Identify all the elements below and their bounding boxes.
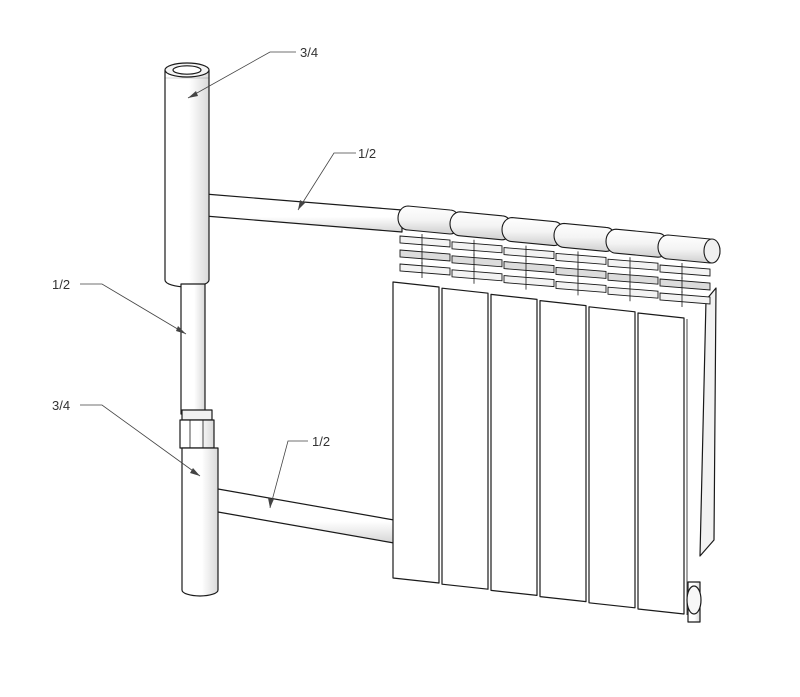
leader-lower-riser	[80, 404, 201, 477]
radiator-fin	[555, 266, 607, 279]
radiator-fin	[555, 252, 607, 265]
radiator-fin	[399, 235, 451, 248]
radiator-fin	[451, 269, 503, 282]
leader-lines	[80, 51, 356, 509]
radiator-fin	[607, 258, 659, 271]
riser-assembly	[164, 62, 219, 597]
radiator-fin	[399, 263, 451, 276]
coupling-fitting	[179, 409, 215, 449]
radiator-fin	[451, 241, 503, 254]
radiator-top-header	[397, 205, 721, 264]
radiator-fins	[399, 234, 711, 307]
radiator-fin	[659, 264, 711, 277]
radiator-fin	[659, 292, 711, 305]
radiator-panel	[490, 293, 538, 596]
leader-bypass	[80, 283, 187, 335]
radiator-header-end	[703, 238, 721, 264]
radiator-fin	[503, 247, 555, 260]
radiator-panel	[637, 312, 685, 615]
bypass-pipe	[180, 283, 206, 415]
radiator-fin	[399, 249, 451, 262]
upper-branch-pipe	[193, 193, 403, 233]
radiator-fin	[451, 255, 503, 268]
leader-upper-branch	[297, 152, 356, 211]
radiator-fin	[607, 272, 659, 285]
radiator-panel	[392, 281, 440, 584]
upper-riser-pipe	[164, 62, 210, 288]
radiator-panel	[441, 287, 489, 590]
radiator-panel	[588, 306, 636, 609]
radiator-bottom-stub	[686, 581, 702, 623]
label-upper-branch-size: 1/2	[358, 146, 376, 161]
label-bypass-size: 1/2	[52, 277, 70, 292]
radiator-fin	[555, 280, 607, 293]
label-lower-riser-size: 3/4	[52, 398, 70, 413]
radiator-fin	[607, 286, 659, 299]
radiator-fin	[503, 275, 555, 288]
radiator	[392, 205, 721, 623]
radiator-fin	[659, 278, 711, 291]
label-upper-riser-size: 3/4	[300, 45, 318, 60]
label-lower-branch-size: 1/2	[312, 434, 330, 449]
leader-lower-branch	[269, 440, 308, 509]
radiator-panel	[539, 300, 587, 603]
lower-riser-pipe	[181, 447, 219, 597]
dimension-labels: 3/4 1/2 1/2 3/4 1/2	[52, 45, 376, 449]
radiator-fin	[503, 261, 555, 274]
leader-upper-riser	[187, 51, 296, 99]
radiator-front-panels	[392, 281, 688, 615]
lower-branch-pipe	[205, 488, 395, 544]
